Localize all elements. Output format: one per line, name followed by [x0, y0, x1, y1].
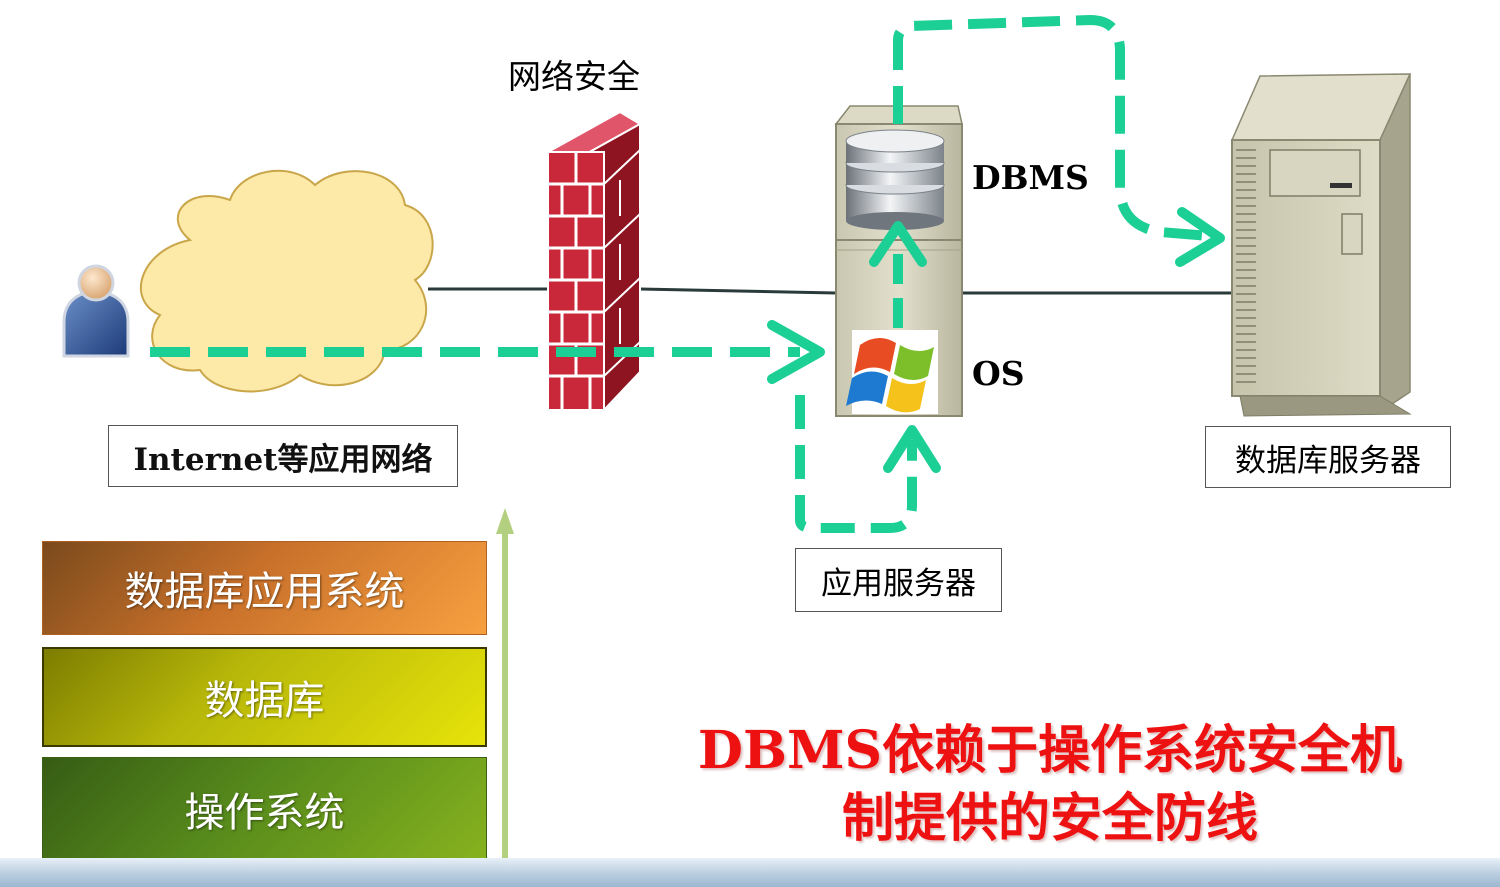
arrowhead-dbms-dbserver	[1175, 207, 1225, 267]
os-label: OS	[972, 354, 1025, 393]
firewall-icon	[546, 110, 642, 413]
conclusion-line-2: 制提供的安全防线	[841, 788, 1258, 849]
conclusion-line-1: DBMS依赖于操作系统安全机	[697, 720, 1403, 781]
data-flow-arrows	[150, 15, 1225, 533]
user-icon	[62, 264, 130, 358]
flow-dbms-to-dbserver	[893, 15, 1211, 241]
firewall-title: 网络安全	[508, 57, 640, 96]
arrowhead-os-dbms	[869, 221, 927, 267]
layer-upward-arrow	[496, 508, 514, 862]
internet-network-label: Internet等应用网络	[108, 425, 458, 487]
dbms-label: DBMS	[972, 158, 1089, 197]
arrowhead-user-server	[767, 320, 825, 384]
database-server-tower-icon	[1230, 73, 1412, 417]
flow-server-loop	[795, 395, 917, 533]
footer-band	[0, 858, 1500, 887]
layer-operating-system: 操作系统	[42, 757, 487, 860]
layer-db-application-system: 数据库应用系统	[42, 541, 487, 635]
db-server-label: 数据库服务器	[1205, 426, 1451, 488]
windows-logo-icon	[846, 330, 938, 414]
link-firewall-server	[639, 287, 837, 295]
app-server-label: 应用服务器	[795, 548, 1002, 612]
database-disk-icon	[845, 129, 945, 230]
internet-cloud-icon	[140, 169, 434, 393]
layer-database: 数据库	[42, 647, 487, 747]
arrowhead-loop-os	[883, 425, 941, 473]
